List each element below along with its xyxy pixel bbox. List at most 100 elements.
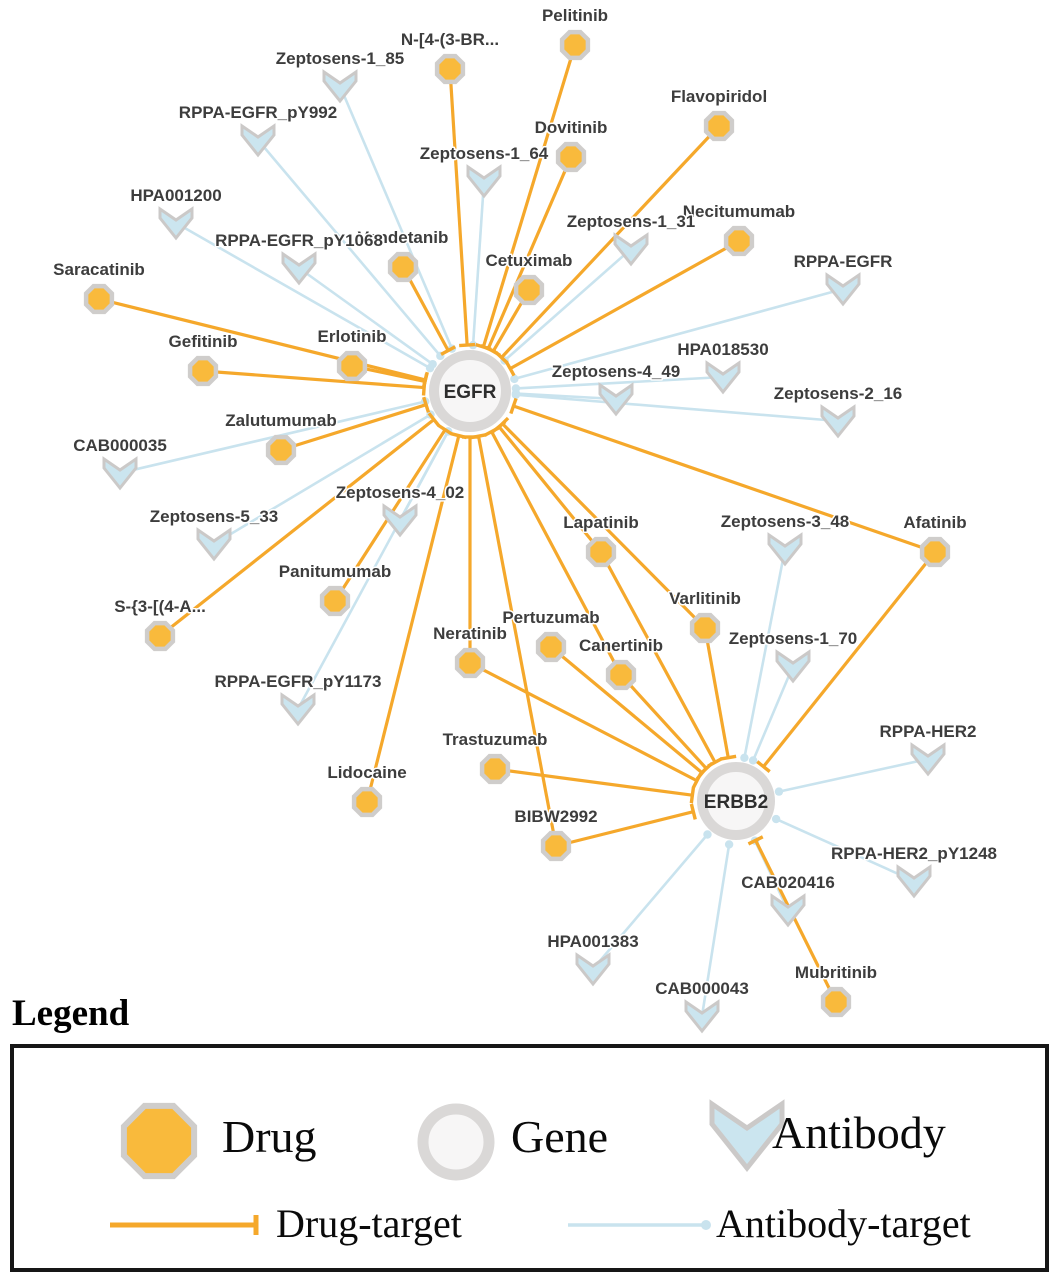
node-label-erlotinib: Erlotinib: [318, 327, 387, 346]
node-label-zalutumumab: Zalutumumab: [225, 411, 336, 430]
drug-node-n-4-3-br[interactable]: [434, 53, 466, 85]
nodes-layer: [83, 29, 951, 1034]
drug-node-necitumumab[interactable]: [723, 225, 755, 257]
antibody-node-hpa001200[interactable]: [158, 206, 194, 241]
drug-node-canertinib[interactable]: [605, 659, 637, 691]
drug-target-edge-bibw2992-egfr: [470, 433, 558, 847]
legend-antibody-label: Antibody: [772, 1107, 946, 1158]
antibody-node-cab000043[interactable]: [684, 999, 720, 1034]
antibody-node-zeptosens-5-33[interactable]: [196, 527, 232, 562]
drug-node-flavopiridol[interactable]: [703, 110, 735, 142]
antibody-node-zeptosens-2-16[interactable]: [820, 404, 856, 439]
node-label-afatinib: Afatinib: [903, 513, 966, 532]
drug-node-neratinib[interactable]: [454, 647, 486, 679]
antibody-node-hpa001383[interactable]: [575, 952, 611, 987]
legend-drug-label: Drug: [222, 1111, 317, 1162]
node-label-hpa018530: HPA018530: [677, 340, 768, 359]
node-label-varlitinib: Varlitinib: [669, 589, 741, 608]
legend-drug-target-edge-icon: [110, 1215, 259, 1235]
drug-node-afatinib[interactable]: [919, 536, 951, 568]
node-label-necitumumab: Necitumumab: [683, 202, 795, 221]
node-label-s-3-4-a: S-{3-[(4-A...: [114, 597, 206, 616]
drug-target-edge-zalutumumab-egfr: [280, 396, 431, 452]
node-label-rppa-egfr: RPPA-EGFR: [794, 252, 893, 271]
legend-gene-label: Gene: [511, 1111, 609, 1162]
drug-node-saracatinib[interactable]: [83, 283, 115, 315]
drug-node-dovitinib[interactable]: [555, 141, 587, 173]
antibody-target-edge-rppa-egfr-py1068-egfr: [298, 266, 437, 369]
antibody-node-hpa018530[interactable]: [705, 360, 741, 395]
drug-node-varlitinib[interactable]: [689, 612, 721, 644]
node-label-zeptosens-1-85: Zeptosens-1_85: [276, 49, 405, 68]
node-label-rppa-egfr-py1068: RPPA-EGFR_pY1068: [215, 231, 383, 250]
antibody-node-rppa-egfr-py1173[interactable]: [280, 692, 316, 727]
node-label-gefitinib: Gefitinib: [169, 332, 238, 351]
node-label-cab000035: CAB000035: [73, 436, 167, 455]
drug-node-lapatinib[interactable]: [585, 536, 617, 568]
antibody-node-rppa-egfr-py1068[interactable]: [281, 251, 317, 286]
antibody-target-edge-rppa-her2-erbb2: [774, 757, 929, 796]
antibody-target-edge-rppa-egfr-egfr: [510, 287, 844, 384]
antibody-node-zeptosens-3-48[interactable]: [767, 532, 803, 567]
edges-layer: [98, 44, 937, 1017]
drug-node-s-3-4-a[interactable]: [144, 620, 176, 652]
drug-node-cetuximab[interactable]: [513, 274, 545, 306]
node-label-flavopiridol: Flavopiridol: [671, 87, 767, 106]
drug-node-pelitinib[interactable]: [559, 29, 591, 61]
antibody-node-cab020416[interactable]: [770, 893, 806, 928]
gene-label-erbb2: ERBB2: [704, 792, 768, 813]
antibody-node-rppa-egfr[interactable]: [825, 272, 861, 307]
antibody-target-edge-rppa-her2-py1248-erbb2: [771, 814, 915, 883]
legend-drug-icon: [120, 1102, 198, 1180]
antibody-node-zeptosens-4-02[interactable]: [382, 503, 418, 538]
drug-target-edge-trastuzumab-erbb2: [494, 767, 696, 804]
node-label-zeptosens-1-31: Zeptosens-1_31: [567, 212, 696, 231]
legend-gene-icon: [417, 1103, 495, 1181]
node-label-pertuzumab: Pertuzumab: [502, 608, 599, 627]
drug-node-trastuzumab[interactable]: [479, 753, 511, 785]
antibody-node-zeptosens-1-64[interactable]: [466, 164, 502, 199]
node-label-cab020416: CAB020416: [741, 873, 835, 892]
legend-antibody-target-label: Antibody-target: [716, 1201, 971, 1246]
antibody-node-rppa-her2-py1248[interactable]: [896, 864, 932, 899]
drug-node-lidocaine[interactable]: [351, 786, 383, 818]
antibody-node-rppa-egfr-py992[interactable]: [240, 123, 276, 158]
antibody-node-zeptosens-1-31[interactable]: [613, 232, 649, 267]
drug-target-edge-afatinib-erbb2: [756, 551, 937, 773]
node-label-bibw2992: BIBW2992: [514, 807, 597, 826]
drug-node-panitumumab[interactable]: [319, 585, 351, 617]
antibody-node-cab000035[interactable]: [102, 456, 138, 491]
drug-target-edge-canertinib-erbb2: [619, 673, 714, 776]
drug-node-zalutumumab[interactable]: [265, 434, 297, 466]
drug-node-erlotinib[interactable]: [336, 350, 368, 382]
node-label-vandetanib: Vandetanib: [358, 228, 449, 247]
drug-target-edge-canertinib-egfr: [483, 426, 623, 676]
antibody-node-zeptosens-1-70[interactable]: [775, 649, 811, 684]
node-label-n-4-3-br: N-[4-(3-BR...: [401, 30, 499, 49]
drug-node-bibw2992[interactable]: [540, 830, 572, 862]
drug-node-vandetanib[interactable]: [387, 251, 419, 283]
gene-node-egfr[interactable]: [429, 350, 511, 432]
drug-node-gefitinib[interactable]: [187, 355, 219, 387]
antibody-target-edge-zeptosens-2-16-egfr: [511, 390, 839, 423]
antibody-node-zeptosens-4-49[interactable]: [598, 382, 634, 417]
legend-antibody-target-edge-icon: [568, 1220, 711, 1230]
drug-target-edge-n-4-3-br-egfr: [448, 68, 476, 348]
node-label-rppa-egfr-py992: RPPA-EGFR_pY992: [179, 103, 337, 122]
gene-node-erbb2[interactable]: [697, 762, 775, 840]
antibody-target-edge-zeptosens-1-70-erbb2: [748, 665, 795, 765]
drug-target-edge-mubritinib-erbb2: [747, 835, 838, 1003]
antibody-node-zeptosens-1-85[interactable]: [322, 69, 358, 104]
legend-antibody-icon: [709, 1099, 785, 1173]
node-label-zeptosens-1-64: Zeptosens-1_64: [420, 144, 549, 163]
node-label-zeptosens-5-33: Zeptosens-5_33: [150, 507, 279, 526]
node-label-hpa001383: HPA001383: [547, 932, 638, 951]
drug-target-edge-bibw2992-erbb2: [555, 803, 697, 848]
gene-label-egfr: EGFR: [444, 382, 497, 403]
drug-target-edge-afatinib-egfr: [509, 397, 936, 554]
drug-node-mubritinib[interactable]: [820, 986, 852, 1018]
antibody-node-rppa-her2[interactable]: [910, 742, 946, 777]
network-canvas[interactable]: EGFRERBB2PelitinibN-[4-(3-BR...Flavopiri…: [0, 0, 1059, 1045]
drug-node-pertuzumab[interactable]: [535, 631, 567, 663]
node-label-rppa-her2: RPPA-HER2: [880, 722, 977, 741]
